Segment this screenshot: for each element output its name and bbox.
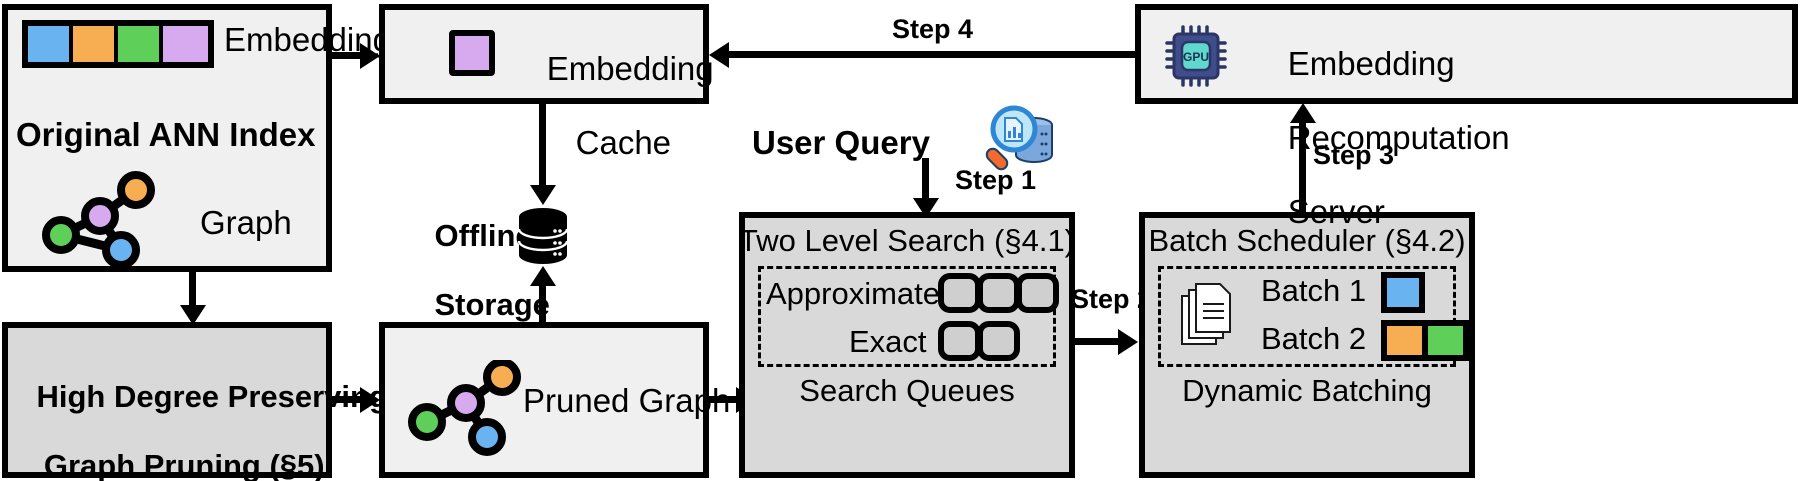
approximate-slot-1 — [938, 273, 981, 313]
connector-step1 — [922, 158, 929, 203]
arrowhead-step4 — [709, 42, 729, 68]
batch-2-swatch-orange — [1381, 320, 1425, 361]
pruned-graph-box — [379, 322, 709, 478]
connector-step3 — [1299, 122, 1306, 212]
arrowhead-pruning-to-pruned-graph — [360, 387, 380, 413]
embedding-cache-label-line2: Cache — [575, 123, 672, 161]
documents-stack-icon — [1181, 283, 1231, 345]
connector-index-to-cache — [332, 52, 364, 59]
search-queues-panel — [758, 266, 1056, 367]
arrowhead-cache-to-storage — [530, 185, 556, 205]
approximate-slot-2 — [977, 273, 1020, 313]
user-query-label: User Query — [752, 124, 930, 161]
gpu-chip-icon-text: GPU — [1183, 50, 1209, 64]
embedding-cell-green — [118, 26, 163, 62]
arrowhead-pruned-graph-to-storage — [530, 266, 556, 286]
embedding-cache-label-line1: Embedding — [546, 49, 714, 87]
graph-pruning-box — [2, 322, 332, 478]
batch-2-label: Batch 2 — [1261, 321, 1367, 356]
exact-row-label: Exact — [849, 324, 927, 359]
embedding-cache-label: Embedding Cache — [510, 14, 714, 199]
batch-scheduler-title: Batch Scheduler (§4.2) — [1148, 223, 1466, 258]
embedding-cell-purple — [163, 26, 208, 62]
arrowhead-index-to-cache — [360, 43, 380, 69]
search-queues-footer: Search Queues — [799, 373, 1015, 408]
two-level-search-title: Two Level Search (§4.1) — [739, 223, 1076, 258]
graph-pruning-label: High Degree Preserving Graph Pruning (§5… — [2, 345, 387, 481]
dynamic-batching-footer: Dynamic Batching — [1182, 373, 1432, 408]
step1-label: Step 1 — [955, 165, 1037, 195]
embedding-cell-blue — [28, 26, 73, 62]
embedding-cache-swatch — [449, 30, 495, 76]
arrowhead-index-to-pruning — [180, 305, 206, 325]
offline-storage-label-line2: Storage — [434, 287, 550, 323]
graph-label: Graph — [200, 204, 292, 241]
magnifier-database-icon — [985, 105, 1053, 171]
approximate-row-label: Approximate — [766, 276, 941, 311]
graph-pruning-label-line2: Graph Pruning (§5) — [43, 448, 325, 481]
embedding-cell-orange — [73, 26, 118, 62]
recompute-server-label-line1: Embedding — [1287, 44, 1455, 82]
arrowhead-step2 — [1118, 329, 1138, 355]
arrowhead-step3 — [1290, 103, 1316, 123]
batch-1-label: Batch 1 — [1261, 273, 1367, 308]
original-index-graph-icon — [42, 171, 155, 268]
gpu-chip-icon: GPU — [1165, 25, 1227, 87]
approximate-slot-3 — [1016, 273, 1059, 313]
connector-pruning-to-pruned-graph — [332, 396, 364, 403]
database-cylinder-icon — [517, 208, 569, 264]
embedding-cache-box — [379, 4, 709, 104]
step4-label: Step 4 — [892, 14, 974, 44]
pruned-graph-icon — [408, 360, 521, 456]
offline-storage-label-line1: Offline — [434, 217, 533, 253]
recompute-server-label: Embedding Recomputation Server — [1251, 9, 1510, 268]
exact-slot-2 — [977, 321, 1020, 361]
original-ann-index-title: Original ANN Index — [16, 116, 316, 153]
connector-cache-to-storage — [539, 104, 546, 189]
offline-storage-label: Offline Storage — [400, 184, 549, 358]
connector-pruned-graph-to-storage — [539, 286, 546, 326]
exact-slot-1 — [938, 321, 981, 361]
connector-pruned-graph-to-search — [709, 396, 739, 403]
connector-step2 — [1075, 338, 1122, 345]
recompute-server-label-line2: Recomputation — [1287, 118, 1510, 156]
batch-1-swatch-blue — [1381, 272, 1425, 313]
embedding-strip — [22, 20, 214, 68]
recompute-server-box — [1135, 4, 1798, 104]
pruned-graph-label: Pruned Graph — [523, 382, 731, 419]
connector-step4 — [729, 51, 1135, 58]
connector-index-to-pruning — [189, 272, 196, 309]
recompute-server-label-line3: Server — [1287, 192, 1385, 230]
batch-2-swatch-green — [1425, 320, 1469, 361]
step3-label: Step 3 — [1313, 140, 1395, 170]
dynamic-batching-panel — [1158, 266, 1456, 367]
